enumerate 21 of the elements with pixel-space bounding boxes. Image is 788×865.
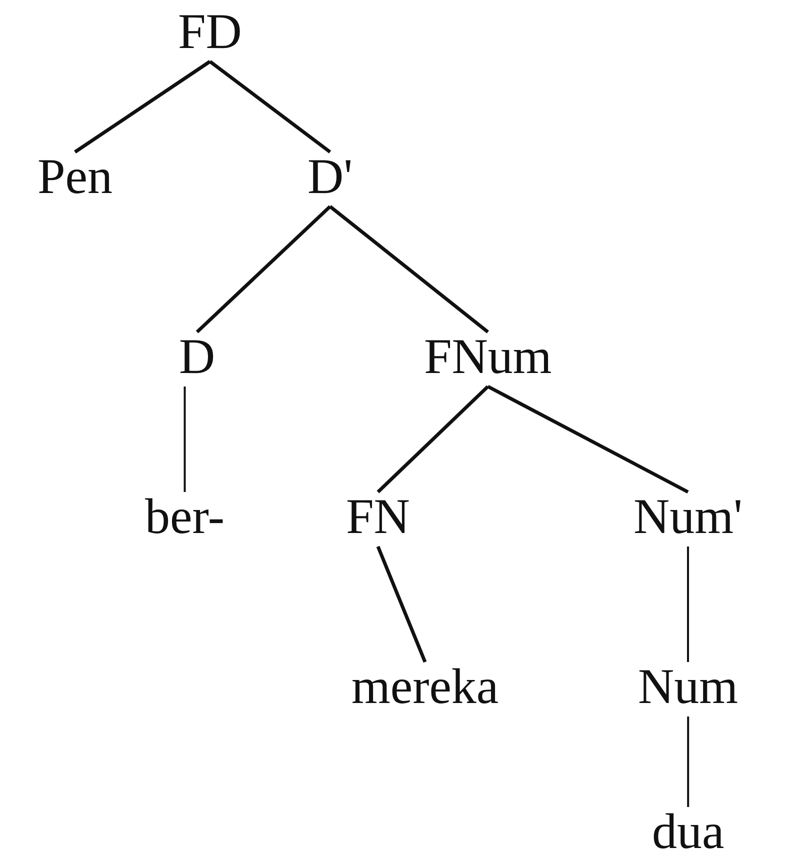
tree-node-label: FD — [178, 5, 242, 58]
tree-branch-line — [687, 716, 690, 807]
tree-node-label: Num' — [634, 490, 743, 542]
tree-node-label: mereka — [352, 660, 499, 712]
tree-branch-line — [376, 546, 427, 663]
tree-node-label: FNum — [424, 330, 552, 382]
tree-node-label: dua — [652, 805, 724, 858]
tree-branch-line — [687, 546, 689, 662]
tree-node-label: D' — [308, 150, 353, 202]
tree-branch-line — [487, 384, 689, 494]
tree-branch-line — [184, 386, 186, 492]
tree-node-label: ber- — [145, 490, 224, 542]
tree-node-label: Num — [638, 660, 738, 712]
tree-branch-line — [328, 205, 489, 334]
tree-node-label: Pen — [38, 150, 112, 202]
tree-node-label: D — [179, 330, 216, 382]
tree-branch-line — [376, 385, 490, 494]
tree-branch-line — [208, 60, 332, 154]
tree-branch-line — [74, 60, 211, 154]
tree-branch-line — [196, 205, 332, 334]
tree-node-label: FN — [346, 490, 410, 542]
